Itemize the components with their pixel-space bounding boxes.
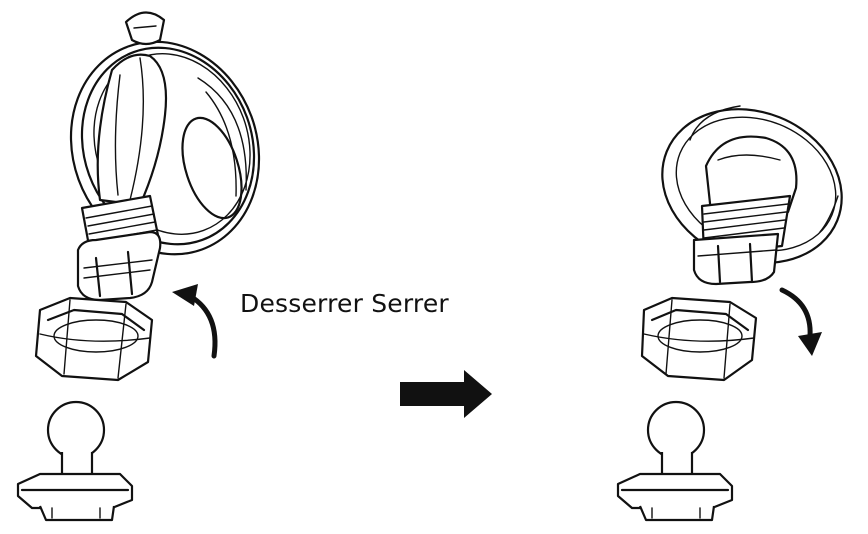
left-suction-cup: [69, 11, 261, 256]
right-ball-mount: [616, 400, 734, 522]
left-nut: [34, 296, 154, 382]
left-ball-mount: [16, 400, 134, 522]
right-rotation-arrow: [779, 287, 822, 356]
transition-arrow: [400, 370, 492, 418]
loosen-tighten-caption: Desserrer Serrer: [240, 289, 449, 318]
right-assembly: [616, 105, 843, 522]
right-nut: [640, 296, 758, 382]
right-threaded-stem: [692, 194, 792, 286]
left-threaded-stem: [76, 194, 162, 302]
left-assembly: [16, 11, 261, 522]
left-rotation-arrow: [172, 284, 218, 359]
